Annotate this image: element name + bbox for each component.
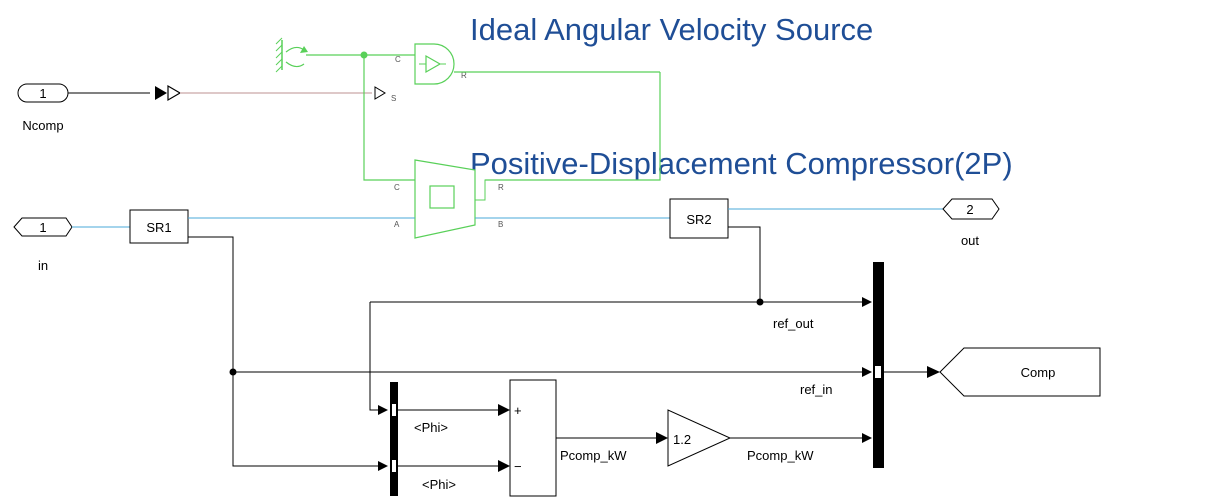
sum-plus-sign: +: [514, 403, 522, 418]
sr2-block[interactable]: SR2: [669, 198, 729, 239]
signal-pcomp-2: Pcomp_kW: [747, 448, 814, 463]
arrow-ref-in: [862, 367, 872, 377]
velocity-source-s-port: [374, 86, 386, 100]
goto-label: Comp: [1021, 365, 1056, 380]
mechanical-reference-icon: [275, 37, 308, 73]
sum-block[interactable]: + −: [509, 379, 557, 497]
inport-in-label: in: [38, 258, 48, 273]
gain-block[interactable]: 1.2: [667, 409, 732, 467]
wire-mech-c-compressor[interactable]: [363, 55, 415, 181]
inport-in-number: 1: [39, 220, 46, 235]
arrow-pcomp-mux: [862, 433, 872, 443]
sr1-label: SR1: [146, 220, 171, 235]
sr2-label: SR2: [686, 212, 711, 227]
comp-b-label: B: [498, 220, 503, 229]
wire-sr2-down[interactable]: [728, 226, 761, 302]
inport-ncomp-number: 1: [39, 86, 46, 101]
gain-value: 1.2: [673, 432, 691, 447]
comp-r-label: R: [498, 183, 504, 192]
bus-selector-2[interactable]: [390, 440, 398, 496]
comp-a-label: A: [394, 220, 400, 229]
arrow-phi-2-in: [378, 461, 388, 471]
positive-displacement-compressor[interactable]: [414, 159, 490, 239]
sum-minus-sign: −: [514, 459, 522, 474]
bus-selector-1[interactable]: [390, 382, 398, 440]
arrow-ref-out: [862, 297, 872, 307]
mux-block[interactable]: [873, 262, 884, 468]
signal-phi-2: <Phi>: [422, 477, 456, 492]
signal-ref-out: ref_out: [773, 316, 814, 331]
signal-ref-in: ref_in: [800, 382, 833, 397]
annotation-ideal-source: Ideal Angular Velocity Source: [470, 12, 873, 47]
velocity-r-label: R: [461, 71, 467, 80]
wire-sr1-down[interactable]: [188, 236, 378, 467]
arrow-sum-minus: [498, 460, 510, 472]
ideal-angular-velocity-source[interactable]: [414, 43, 455, 85]
velocity-c-label: C: [395, 55, 401, 64]
wire-phi-1[interactable]: [369, 302, 378, 411]
velocity-s-label: S: [391, 94, 396, 103]
signal-pcomp-1: Pcomp_kW: [560, 448, 627, 463]
simulink-ps-converter[interactable]: [155, 84, 182, 102]
outport-out-number: 2: [966, 202, 973, 217]
arrow-phi-1-in: [378, 405, 388, 415]
annotation-compressor: Positive-Displacement Compressor(2P): [470, 146, 1013, 181]
goto-block[interactable]: Comp: [939, 347, 1101, 397]
signal-phi-1: <Phi>: [414, 420, 448, 435]
wire-mech-r-loop[interactable]: [485, 72, 661, 181]
arrow-gain-in: [656, 432, 668, 444]
outport-out[interactable]: 2: [942, 198, 1000, 220]
comp-c-label: C: [394, 183, 400, 192]
outport-out-label: out: [961, 233, 979, 248]
arrow-goto: [927, 366, 940, 378]
arrow-sum-plus: [498, 404, 510, 416]
inport-ncomp[interactable]: 1: [17, 83, 69, 103]
inport-ncomp-label: Ncomp: [22, 118, 63, 133]
inport-in[interactable]: 1: [13, 217, 73, 237]
sr1-block[interactable]: SR1: [129, 209, 189, 244]
